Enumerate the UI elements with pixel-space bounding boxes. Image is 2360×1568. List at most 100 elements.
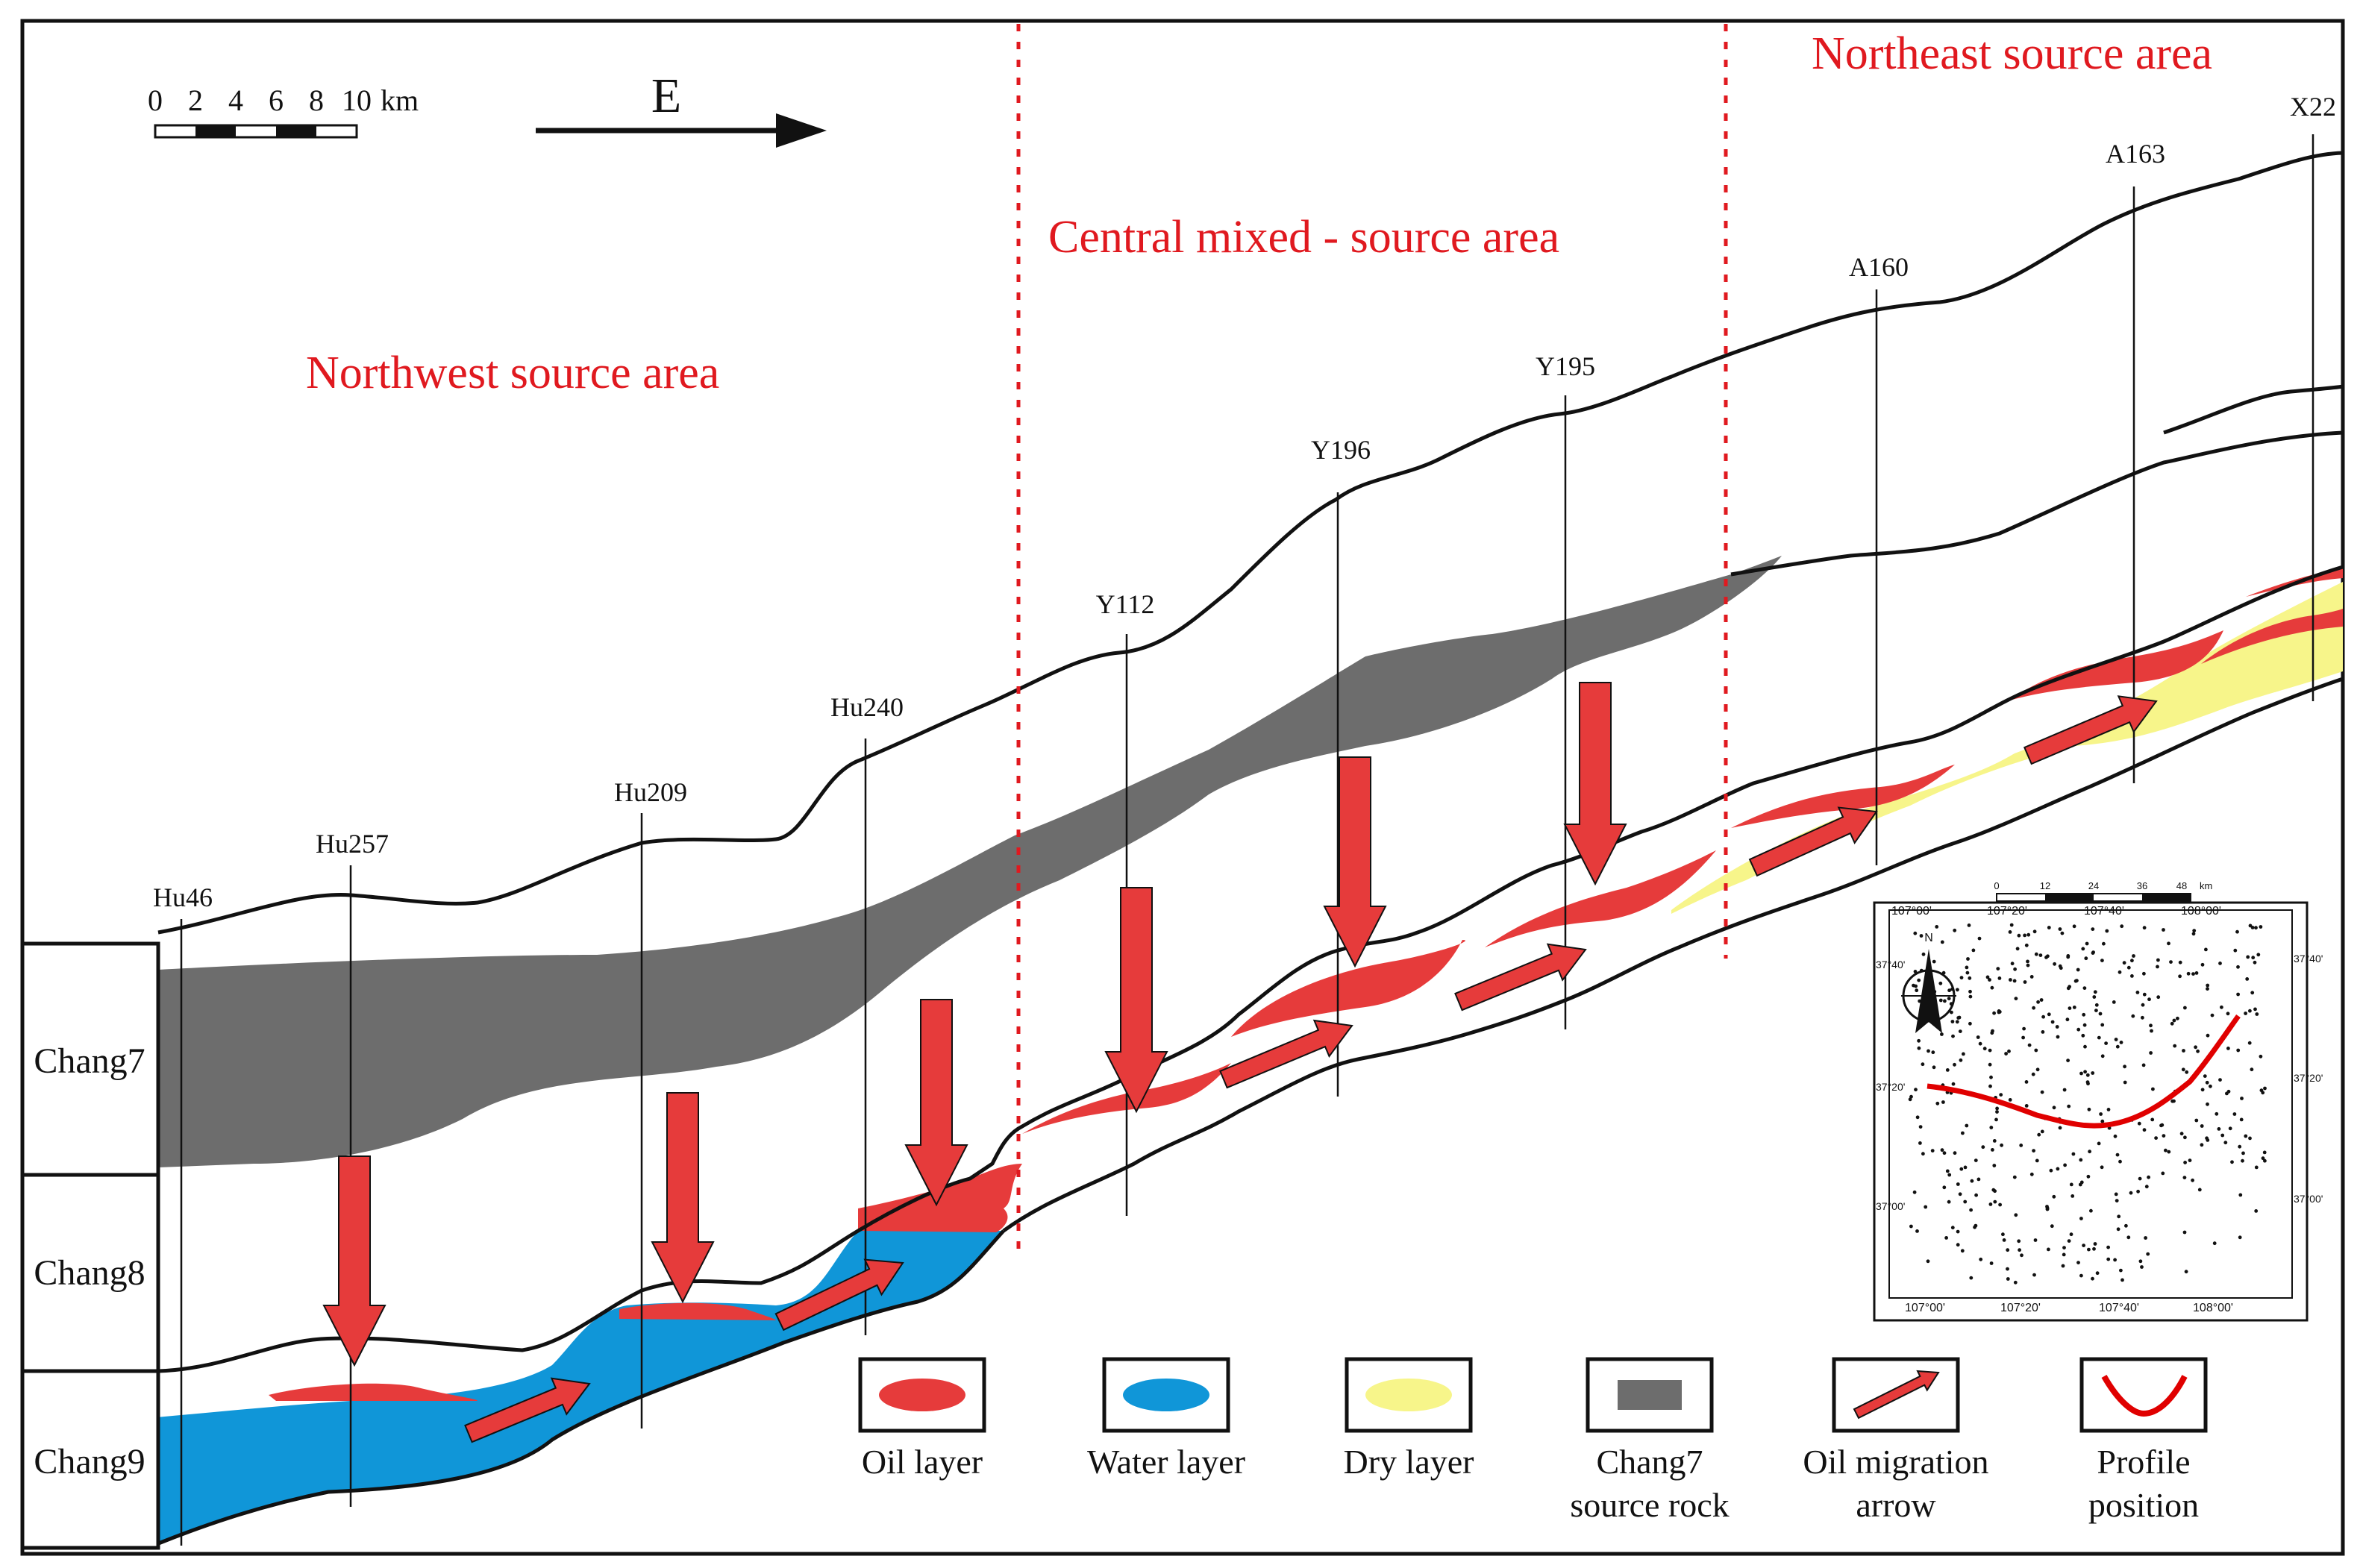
well-dot: [2032, 1273, 2036, 1277]
well-dot: [2023, 980, 2027, 984]
scale-tick-0: 0: [148, 84, 163, 117]
well-dot: [2114, 1038, 2118, 1041]
well-dot: [2063, 1163, 2068, 1167]
well-dot: [2200, 1124, 2204, 1128]
well-dot: [2167, 941, 2170, 946]
inset-lat-left-1: 37°40': [1876, 959, 1905, 970]
well-dot: [1969, 1208, 1974, 1212]
well-dot: [2089, 1208, 2093, 1213]
well-dot: [2204, 947, 2208, 952]
well-dot: [1990, 1031, 1994, 1035]
well-dot: [2215, 1111, 2219, 1116]
north-label: N: [1924, 932, 1933, 944]
well-label-y112: Y112: [1096, 589, 1155, 619]
well-dot: [2082, 1244, 2086, 1247]
well-dot: [1932, 990, 1937, 994]
well-dot: [2098, 1012, 2103, 1016]
well-dot: [2062, 1246, 2066, 1249]
well-dot: [2094, 1003, 2099, 1007]
well-dot: [2091, 1071, 2095, 1075]
well-dot: [2033, 1238, 2038, 1242]
well-dot: [1908, 1097, 1912, 1102]
well-dot: [2037, 1132, 2041, 1137]
well-dot: [2250, 1067, 2254, 1072]
well-dot: [2087, 1247, 2091, 1252]
well-dot: [2205, 1136, 2209, 1141]
well-dot: [2200, 1143, 2204, 1147]
well-dot: [2034, 952, 2038, 956]
well-dot: [1963, 1165, 1968, 1170]
well-dot: [2102, 941, 2106, 946]
well-dot: [2123, 1064, 2127, 1069]
stratum-label-chang7: Chang7: [34, 1041, 145, 1081]
well-dot: [2094, 1009, 2098, 1012]
stratum-label-chang8: Chang8: [34, 1253, 145, 1293]
well-dot: [1917, 1038, 1921, 1043]
well-dot: [1981, 1145, 1985, 1150]
direction-label: E: [651, 69, 681, 123]
legend-item-water: Water layer: [1087, 1357, 1245, 1481]
well-dot: [1985, 975, 1990, 979]
well-dot: [2226, 1047, 2230, 1050]
well-dot: [1993, 1199, 1997, 1204]
well-dot: [1915, 988, 1919, 993]
well-dot: [2100, 1023, 2105, 1027]
well-dot: [2052, 1194, 2056, 1199]
well-dot: [2050, 1224, 2054, 1229]
scale-tick-8: 8: [309, 84, 324, 117]
well-dot: [2120, 1278, 2124, 1282]
well-dot: [1996, 967, 2000, 970]
well-dot: [2226, 1012, 2230, 1016]
scale-tick-2: 2: [188, 84, 203, 117]
well-dot: [2115, 1199, 2119, 1202]
well-dot: [2036, 1000, 2041, 1004]
well-dot: [2086, 1082, 2090, 1086]
well-dot: [1966, 957, 1970, 961]
well-dot: [2182, 1176, 2187, 1179]
well-dot: [2159, 1123, 2163, 1128]
well-dot: [2206, 983, 2210, 988]
well-dot: [2236, 992, 2241, 997]
well-dot: [2150, 1029, 2153, 1033]
well-dot: [2140, 1265, 2144, 1269]
well-dot: [1951, 1034, 1955, 1038]
well-dot: [2019, 1144, 2023, 1147]
well-dot: [2053, 962, 2057, 966]
horizon-mid-chang7: [2163, 384, 2344, 435]
legend-item-profile: Profile position: [2079, 1357, 2208, 1524]
well-dot: [1947, 997, 1951, 1000]
well-dot: [2050, 1020, 2055, 1024]
well-dot: [1943, 999, 1947, 1003]
zone-labels: Northwest source area Central mixed - so…: [306, 28, 2212, 398]
well-dot: [2209, 1084, 2212, 1088]
well-dot: [2259, 925, 2263, 929]
scale-unit: km: [381, 84, 419, 117]
well-dot: [2141, 1063, 2146, 1067]
well-dot: [2206, 1102, 2209, 1106]
inset-lon-top-4: 108°00': [2181, 905, 2221, 918]
well-dot: [2135, 991, 2140, 994]
well-dot: [2024, 1080, 2029, 1084]
well-dot: [2079, 1071, 2083, 1076]
scale-tick-6: 6: [269, 84, 284, 117]
inset-lat-right-3: 37°00': [2294, 1193, 2323, 1205]
horizon-upper-chang8: [1730, 430, 2344, 577]
well-dot: [2081, 947, 2085, 951]
stratum-column: Chang7 Chang8 Chang9: [20, 941, 160, 1550]
well-dot: [2061, 1264, 2065, 1268]
well-dot: [2236, 965, 2240, 969]
well-dot: [2012, 979, 2017, 983]
well-dot: [2081, 1033, 2085, 1038]
well-dot: [2041, 1030, 2045, 1034]
oil-lens-east-1: [2201, 609, 2343, 664]
well-dot: [2129, 1191, 2133, 1195]
horizon-top-chang8: [157, 565, 2344, 1373]
legend-label-oil: Oil layer: [862, 1443, 983, 1481]
well-dot: [1941, 970, 1946, 975]
slant-migration-arrow: [1454, 943, 1587, 1012]
well-dot: [1950, 987, 1954, 991]
oil-lenses: [269, 567, 2343, 1401]
well-dot: [2045, 1205, 2049, 1208]
well-dot: [2010, 962, 2015, 966]
well-dot: [2052, 1106, 2056, 1110]
